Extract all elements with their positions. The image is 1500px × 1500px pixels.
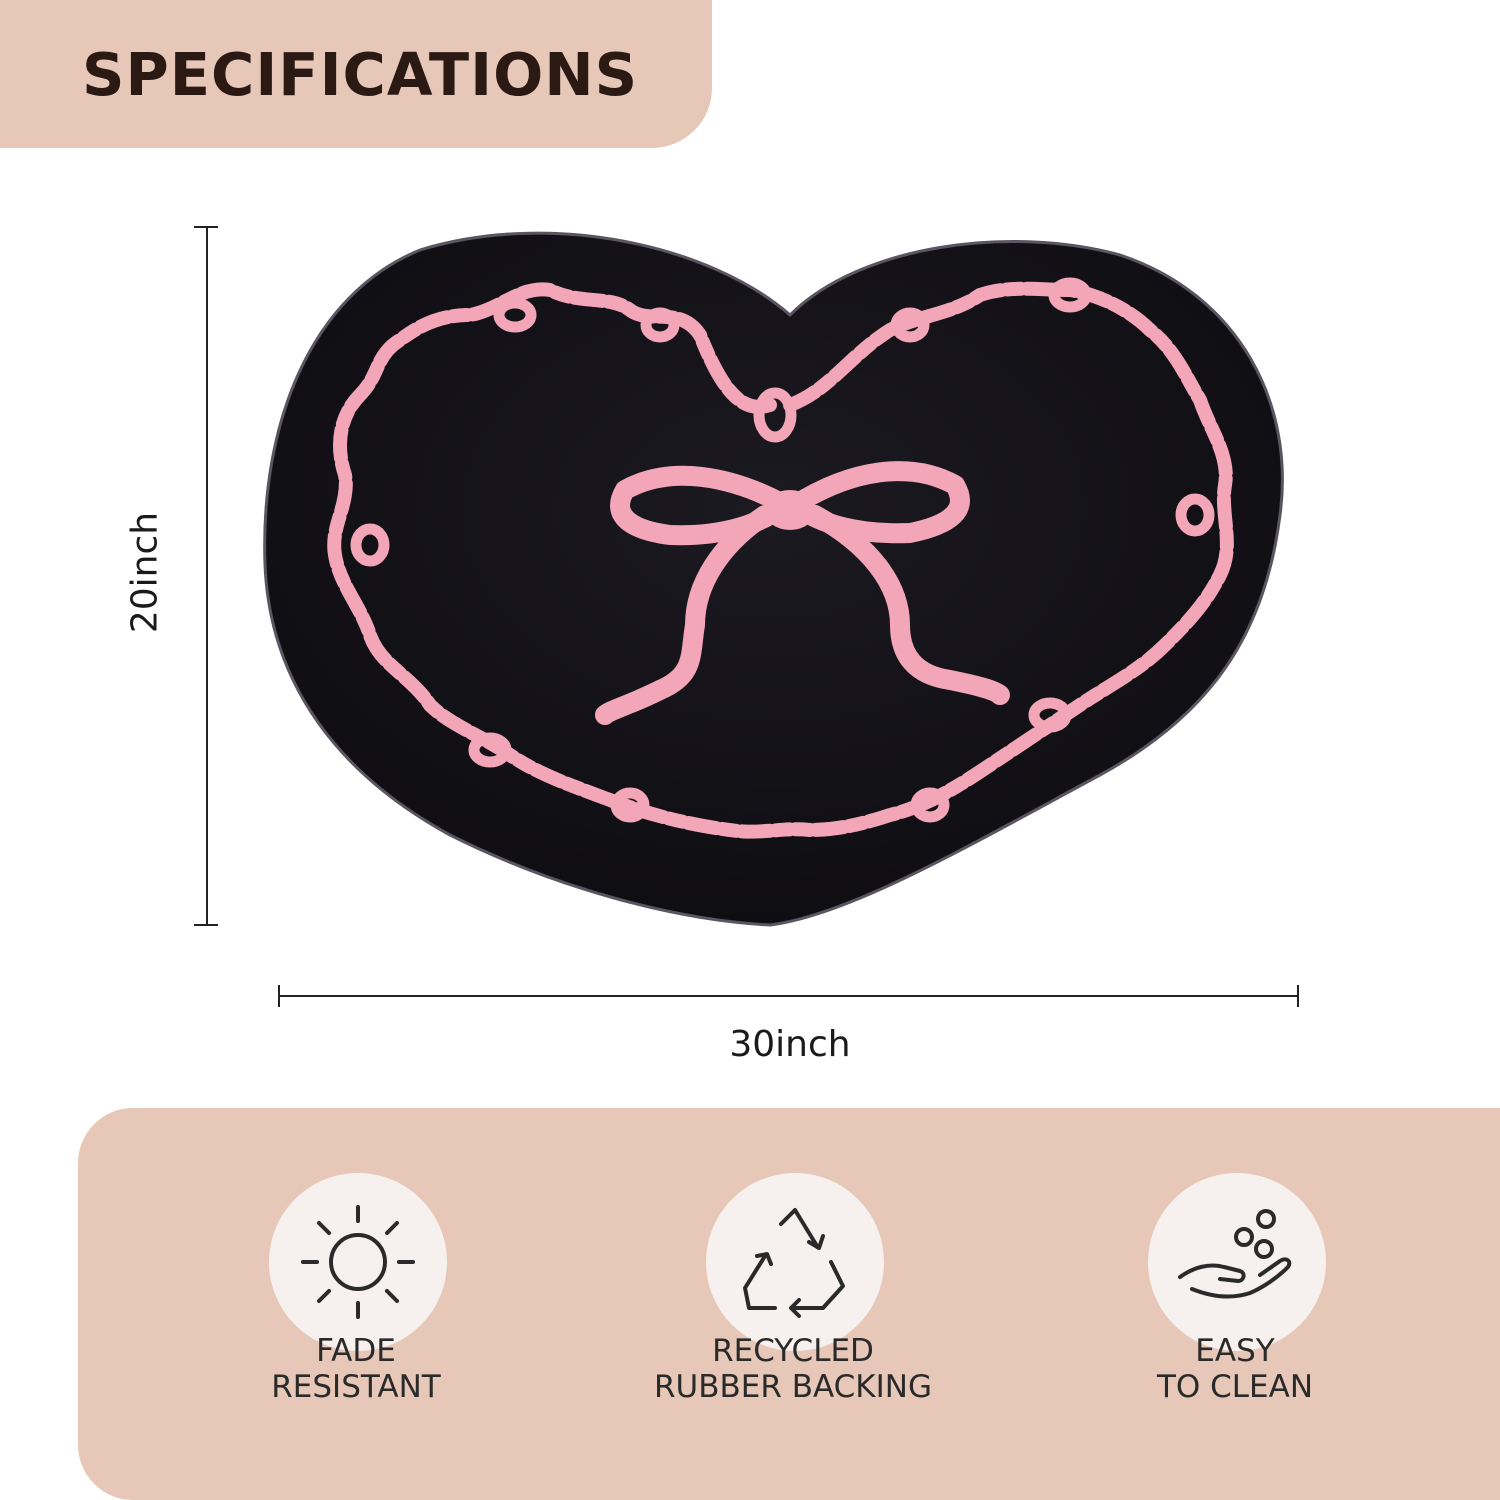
feature-icon-circle <box>1148 1173 1326 1351</box>
feature-label-line1: RECYCLED <box>712 1333 874 1369</box>
recycle-icon <box>743 1208 845 1318</box>
feature-label: RECYCLED RUBBER BACKING <box>613 1333 973 1405</box>
features-panel: FADE RESISTANT RECYCLED RUBBER BACKING <box>78 1108 1500 1500</box>
feature-label-line2: TO CLEAN <box>1156 1369 1314 1405</box>
page-title: SPECIFICATIONS <box>82 40 639 109</box>
width-dimension-label: 30inch <box>729 1024 851 1065</box>
feature-recycled-rubber-backing: RECYCLED RUBBER BACKING <box>613 1108 973 1500</box>
feature-label-line2: RESISTANT <box>271 1369 441 1405</box>
feature-label: FADE RESISTANT <box>176 1333 536 1405</box>
sun-icon <box>301 1205 415 1319</box>
feature-label-line1: EASY <box>1195 1333 1275 1369</box>
feature-icon-circle <box>706 1173 884 1351</box>
feature-label-line2: RUBBER BACKING <box>653 1369 932 1405</box>
feature-label-line1: FADE <box>316 1333 396 1369</box>
header-tab: SPECIFICATIONS <box>0 0 712 148</box>
feature-fade-resistant: FADE RESISTANT <box>176 1108 536 1500</box>
hand-bubbles-icon <box>1178 1209 1292 1299</box>
feature-easy-to-clean: EASY TO CLEAN <box>1055 1108 1415 1500</box>
feature-icon-circle <box>269 1173 447 1351</box>
heart-rug-with-bow-icon <box>263 231 1284 927</box>
feature-label: EASY TO CLEAN <box>1055 1333 1415 1405</box>
height-dimension-label: 20inch <box>124 511 166 634</box>
